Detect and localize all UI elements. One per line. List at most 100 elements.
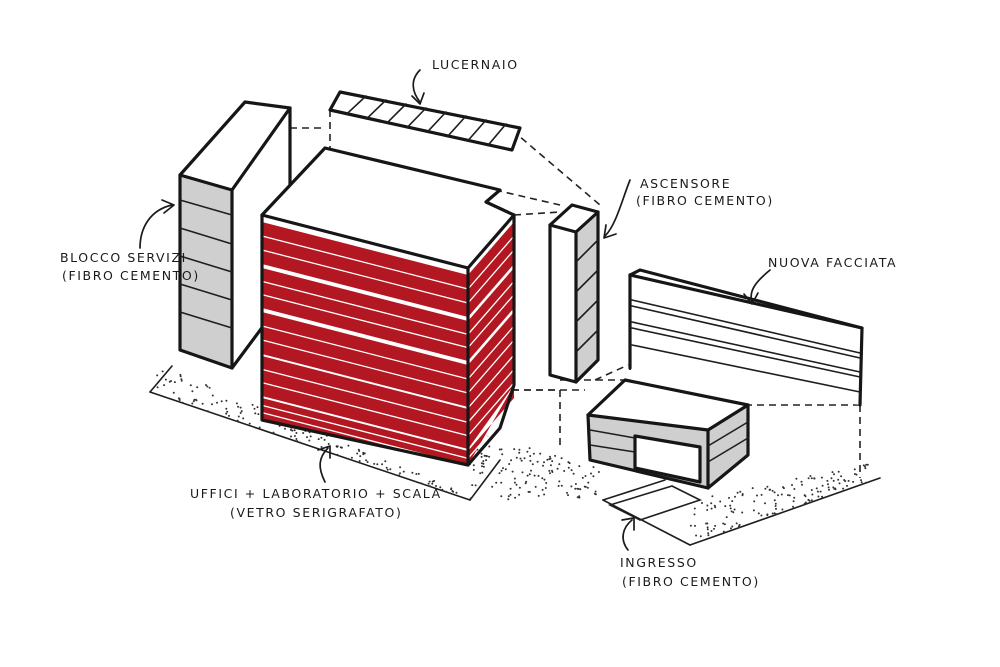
ground-dot bbox=[156, 374, 159, 377]
ground-dot bbox=[549, 464, 552, 467]
ground-dot bbox=[513, 448, 516, 451]
ground-dot bbox=[381, 463, 384, 466]
ground-dot bbox=[587, 481, 590, 484]
ground-dot bbox=[237, 405, 240, 408]
ground-dot bbox=[170, 380, 172, 382]
ground-dot bbox=[811, 493, 814, 496]
ground-dot bbox=[235, 402, 238, 405]
ground-dot bbox=[515, 483, 518, 486]
ground-dot bbox=[722, 522, 725, 525]
ground-dot bbox=[518, 493, 521, 496]
skylight-rib bbox=[365, 99, 387, 120]
ground-dot bbox=[336, 445, 339, 448]
arrow-icon bbox=[411, 69, 425, 105]
ground-dot bbox=[472, 464, 475, 467]
ground-dot bbox=[411, 471, 414, 474]
ground-dot bbox=[801, 483, 803, 486]
ground-dot bbox=[225, 399, 228, 402]
ground-dot bbox=[560, 457, 563, 460]
ground-dot bbox=[837, 470, 840, 473]
ground-dot bbox=[295, 432, 298, 434]
arrow-icon bbox=[317, 445, 331, 483]
ground-dot bbox=[793, 488, 796, 490]
ground-dot bbox=[788, 494, 791, 497]
label-lucernaio: LUCERNAIO bbox=[432, 57, 519, 72]
ground-dot bbox=[495, 481, 498, 484]
ground-dot bbox=[339, 446, 342, 449]
ground-dot bbox=[782, 486, 785, 489]
ground-dot bbox=[793, 496, 796, 499]
ground-dot bbox=[546, 458, 549, 461]
ground-dot bbox=[568, 462, 571, 465]
ground-dot bbox=[733, 508, 736, 511]
ground-dot bbox=[795, 477, 798, 480]
ground-dot bbox=[529, 455, 532, 457]
ground-dot bbox=[830, 477, 833, 480]
ground-dot bbox=[852, 480, 855, 483]
ground-dot bbox=[549, 455, 551, 458]
ground-dot bbox=[257, 413, 260, 416]
label-blocco-material: (FIBRO CEMENTO) bbox=[62, 268, 200, 283]
ground-dot bbox=[574, 487, 577, 490]
ground-dot bbox=[820, 476, 823, 479]
skylight-rib bbox=[406, 107, 427, 129]
ground-dot bbox=[713, 504, 716, 507]
ground-dot bbox=[295, 438, 298, 440]
ground-dot bbox=[309, 435, 312, 438]
ground-dot bbox=[706, 528, 709, 531]
ground-dot bbox=[860, 479, 862, 482]
skylight-rib bbox=[446, 115, 467, 138]
ground-dot bbox=[558, 480, 561, 483]
ground-dot bbox=[705, 522, 708, 525]
ground-dot bbox=[810, 499, 813, 502]
ground-dot bbox=[298, 441, 301, 444]
ground-dot bbox=[398, 474, 401, 477]
ground-dot bbox=[488, 445, 491, 448]
ground-dot bbox=[810, 477, 813, 480]
ground-dot bbox=[531, 463, 534, 466]
ground-dot bbox=[226, 410, 229, 413]
ground-dot bbox=[480, 452, 483, 455]
ground-dot bbox=[766, 485, 769, 488]
ground-dot bbox=[509, 493, 512, 496]
ground-dot bbox=[741, 511, 744, 514]
ground-dot bbox=[551, 471, 554, 473]
ground-dot bbox=[833, 473, 835, 476]
ground-dot bbox=[804, 495, 807, 498]
ground-dot bbox=[302, 432, 305, 434]
ground-dot bbox=[756, 494, 758, 497]
label-ascensore: ASCENSORE bbox=[640, 176, 731, 191]
ground-dot bbox=[729, 527, 732, 530]
ground-dot bbox=[376, 463, 379, 466]
ground-dot bbox=[225, 407, 228, 410]
ground-dot bbox=[373, 462, 376, 465]
ground-dot bbox=[570, 469, 573, 472]
ground-dot bbox=[566, 491, 568, 494]
ground-dot bbox=[751, 487, 754, 490]
ground-dot bbox=[481, 471, 484, 474]
ground-dot bbox=[439, 486, 442, 489]
ground-dot bbox=[220, 400, 223, 403]
ground-dot bbox=[572, 472, 575, 475]
ground-dot bbox=[225, 412, 228, 415]
ground-dot bbox=[831, 471, 834, 474]
ground-dot bbox=[502, 467, 504, 470]
ground-dot bbox=[556, 467, 559, 470]
ground-dot bbox=[445, 490, 448, 493]
ground-dot bbox=[809, 475, 812, 477]
ground-dot bbox=[842, 487, 845, 490]
ground-dot bbox=[701, 502, 703, 504]
ground-dot bbox=[385, 466, 388, 469]
ground-dot bbox=[864, 467, 867, 470]
ground-dot bbox=[480, 455, 483, 458]
ground-dot bbox=[730, 510, 733, 513]
ground-dot bbox=[584, 475, 587, 477]
ground-dot bbox=[293, 429, 296, 432]
ground-dot bbox=[428, 485, 431, 488]
ground-dot bbox=[163, 384, 166, 387]
ground-dot bbox=[855, 473, 858, 476]
ground-dot bbox=[320, 446, 323, 448]
ground-dot bbox=[179, 375, 182, 378]
arrow-icon bbox=[603, 179, 631, 239]
ground-dot bbox=[714, 506, 717, 509]
